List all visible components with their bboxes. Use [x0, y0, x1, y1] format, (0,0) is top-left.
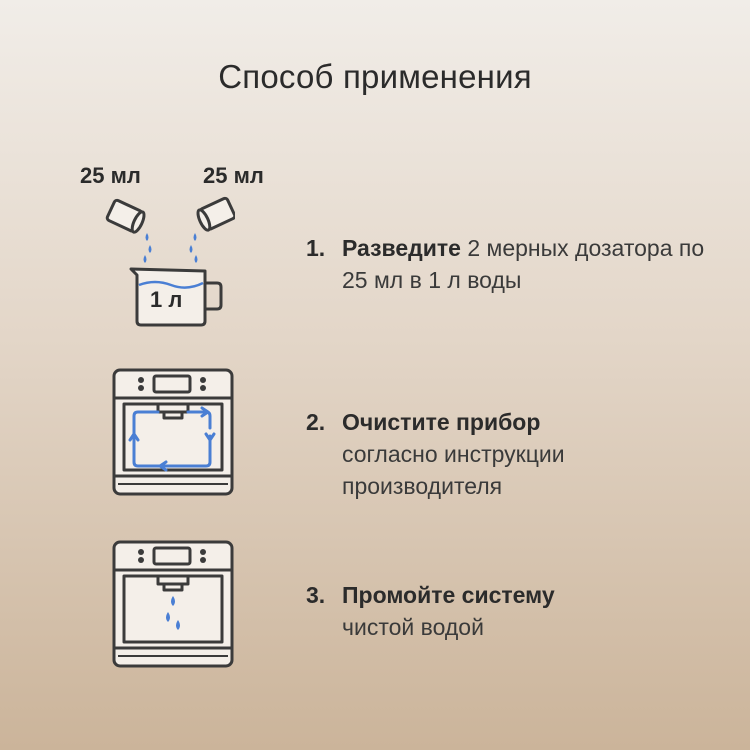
step-3-action: Промойте систему [342, 582, 555, 608]
jug-volume-label: 1 л [150, 287, 183, 312]
step-1-action: Разведите [342, 235, 461, 261]
water-drop-icon [166, 596, 180, 630]
step-2-action: Очистите прибор [342, 409, 541, 435]
step-3: 3. Промойте систему чистой водой [306, 579, 706, 643]
jug-icon [129, 267, 223, 327]
step-2: 2. Очистите прибор согласно инструкции п… [306, 406, 706, 502]
measuring-cup-icon [105, 196, 235, 234]
coffee-machine-cycle-icon [112, 368, 234, 496]
dose-label-right: 25 мл [203, 163, 264, 188]
step-3-description: чистой водой [342, 614, 484, 640]
coffee-machine-rinse-icon [112, 540, 234, 668]
step-1-number: 1. [306, 235, 326, 261]
page-title: Способ применения [218, 58, 532, 95]
step-2-description: согласно инструкции производителя [342, 441, 565, 499]
step-3-number: 3. [306, 582, 326, 608]
dose-label-left: 25 мл [80, 163, 141, 188]
step-1: 1. Разведите 2 мерных дозатора по 25 мл … [306, 232, 706, 296]
water-drop-icon [143, 233, 198, 263]
dilution-illustration [105, 196, 235, 327]
step-1-description: 2 мерных дозатора по 25 мл в 1 л воды [342, 235, 705, 293]
step-2-number: 2. [306, 409, 326, 435]
